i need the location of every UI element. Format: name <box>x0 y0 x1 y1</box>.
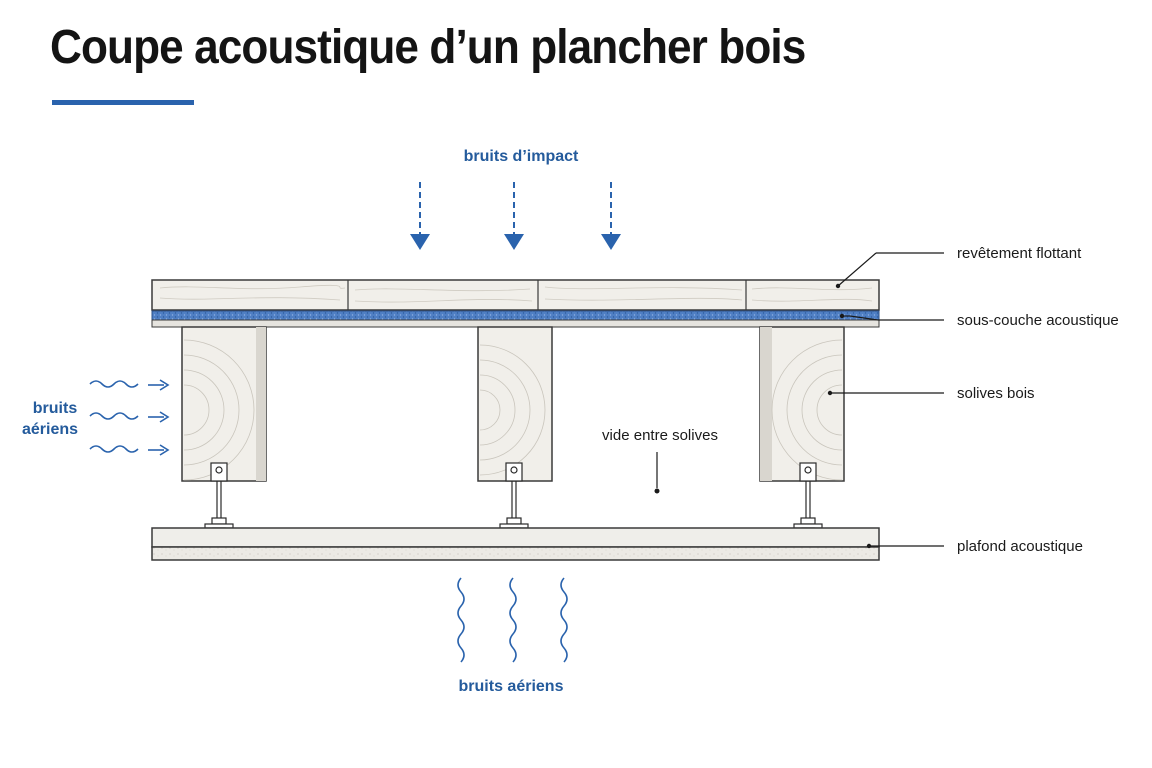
floating-floor <box>151 279 880 311</box>
impact-arrow-icon <box>601 182 621 250</box>
callout-wood-joists: solives bois <box>827 385 1035 402</box>
callout-label: solives bois <box>957 385 1035 402</box>
vertical-wave-icon <box>509 577 517 663</box>
bottom-airborne-label: bruits aériens <box>459 678 564 695</box>
vertical-wave-icon <box>457 577 465 663</box>
joist-right <box>759 326 845 482</box>
cavity-label: vide entre solives <box>602 427 718 444</box>
acoustic-ceiling <box>151 527 880 561</box>
callout-label: revêtement flottant <box>957 245 1082 262</box>
joist-middle <box>477 326 553 482</box>
impact-arrow-icon <box>504 182 524 250</box>
callout-acoustic-underlay: sous-couche acoustique <box>839 312 1119 329</box>
title-underline <box>52 100 194 105</box>
acoustic-underlay <box>151 310 880 321</box>
callout-acoustic-ceiling: plafond acoustique <box>866 538 1083 555</box>
wave-arrow-icon <box>89 444 170 456</box>
impact-noise-label: bruits d’impact <box>464 148 579 165</box>
vertical-wave-icon <box>560 577 568 663</box>
side-airborne-label-line2: aériens <box>22 421 78 438</box>
side-airborne-noise-waves <box>89 379 170 456</box>
page-title: Coupe acoustique d’un plancher bois <box>50 21 806 74</box>
callout-label: sous-couche acoustique <box>957 312 1119 329</box>
callout-label: plafond acoustique <box>957 538 1083 555</box>
wave-arrow-icon <box>89 379 170 391</box>
impact-noise-arrows <box>410 182 621 250</box>
callout-floating-floor: revêtement flottant <box>835 245 1082 289</box>
wave-arrow-icon <box>89 411 170 423</box>
bottom-airborne-noise-waves <box>457 577 568 663</box>
joist-left <box>181 326 267 482</box>
impact-arrow-icon <box>410 182 430 250</box>
side-airborne-label-line1: bruits <box>33 400 78 417</box>
